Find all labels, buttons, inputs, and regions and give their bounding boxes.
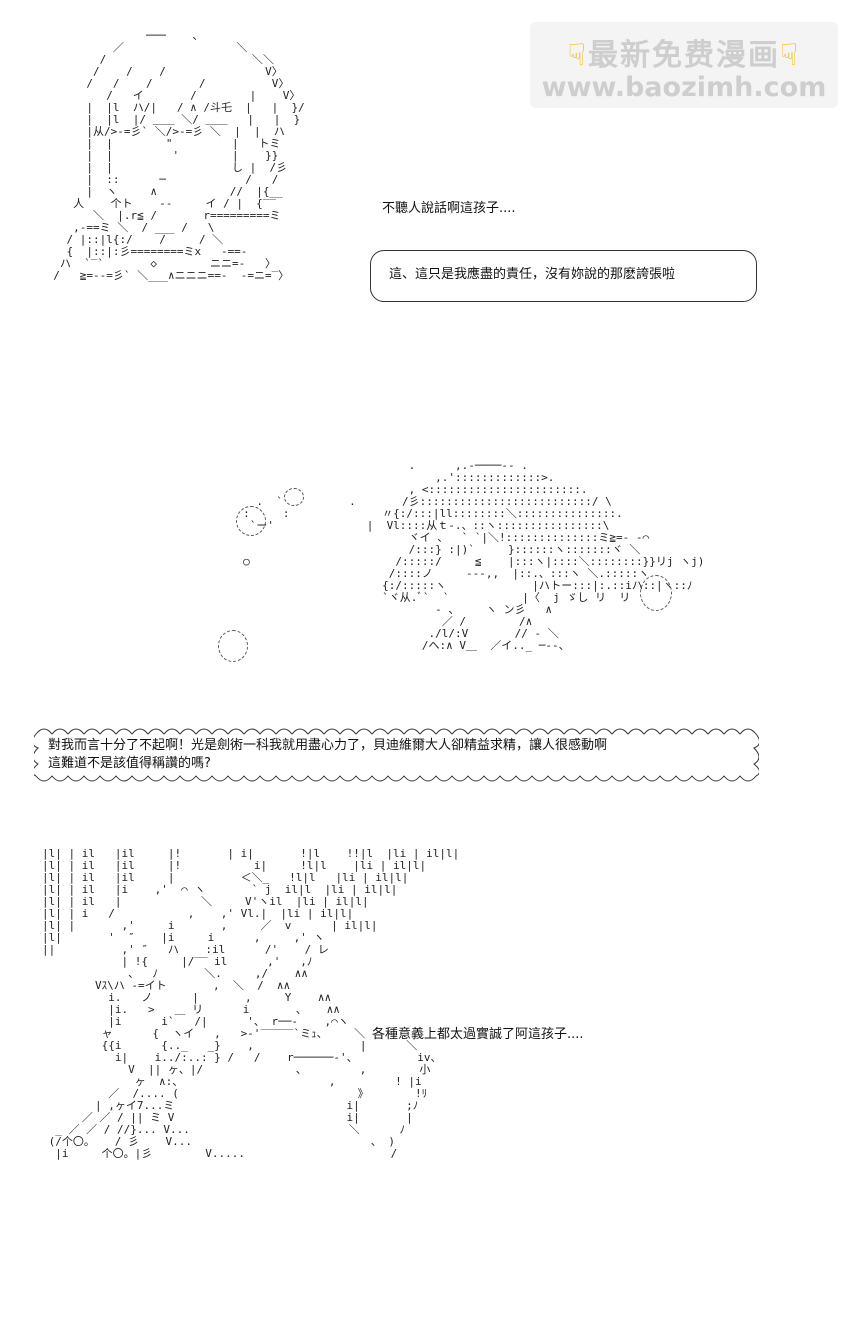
thought-bubble-circle <box>640 575 672 611</box>
narration-text-3: 各種意義上都太過實誠了阿這孩子.... <box>372 1027 584 1042</box>
thought-bubble-circle <box>284 488 304 506</box>
scallop-border <box>34 728 759 782</box>
ascii-art-character-3: |l| | il |il |! | i| !|l !!|l |li | il|l… <box>42 847 460 1160</box>
pointing-down-hand-icon: ☟ <box>567 38 588 73</box>
narration-text-1: 不聽人說話啊這孩子.... <box>382 201 516 216</box>
speech-bubble-2: 對我而言十分了不起啊！光是劍術一科我就用盡心力了，貝迪維爾大人卻精益求精，讓人很… <box>34 722 759 788</box>
ascii-art-character-2: . ,.-────‐- . ,.':::::::::::::>. , <::::… <box>243 459 705 652</box>
speech-text-2-line1: 對我而言十分了不起啊！光是劍術一科我就用盡心力了，貝迪維爾大人卻精益求精，讓人很… <box>48 738 608 753</box>
thought-bubble-circle <box>236 506 266 536</box>
speech-text-2-line2: 這難道不是該值得稱讚的嗎? <box>48 756 211 771</box>
speech-bubble-1: 這、這只是我應盡的責任，沒有妳說的那麽誇張啦 <box>370 250 757 302</box>
thought-bubble-circle <box>218 630 248 662</box>
ascii-art-character-1: ─── 、 ／ ＼ / ＼＼ / / / V〉 / / / / V〉 / イ /… <box>53 29 305 282</box>
watermark-url: www.baozimh.com <box>541 72 827 103</box>
pointing-down-hand-icon: ☟ <box>780 38 801 73</box>
speech-text-1: 這、這只是我應盡的責任，沒有妳說的那麽誇張啦 <box>389 267 676 282</box>
watermark-banner: ☟最新免费漫画☟ www.baozimh.com <box>530 22 838 108</box>
watermark-title: 最新免费漫画 <box>588 38 780 73</box>
